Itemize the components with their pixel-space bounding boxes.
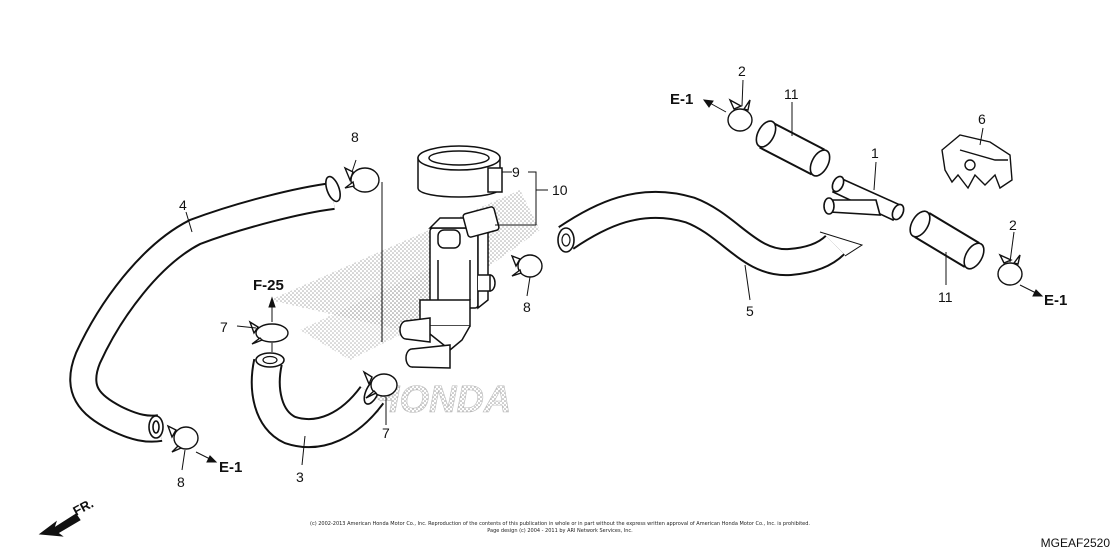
callout-10: 10 xyxy=(552,182,568,198)
callout-7-left: 7 xyxy=(220,319,228,335)
clamp-2-right[interactable] xyxy=(997,253,1023,286)
t-joint-1[interactable] xyxy=(823,175,906,222)
callout-5: 5 xyxy=(746,303,754,319)
hose-4[interactable] xyxy=(69,175,343,443)
callout-2-top: 2 xyxy=(738,63,746,79)
leader-9-10 xyxy=(495,171,548,226)
air-injection-valve-10[interactable] xyxy=(399,206,500,369)
callout-8-mid: 8 xyxy=(523,299,531,315)
valve-cap-9[interactable] xyxy=(417,145,503,198)
drawing-code: MGEAF2520 xyxy=(1040,536,1110,550)
callout-1: 1 xyxy=(871,145,879,161)
front-direction-indicator: FR. xyxy=(38,496,96,537)
hose-5[interactable] xyxy=(557,190,845,277)
callout-3: 3 xyxy=(296,469,304,485)
leader-bracket-5 xyxy=(819,231,864,257)
clamp-2-top[interactable] xyxy=(727,98,753,132)
hose-11-bottom[interactable] xyxy=(906,208,988,272)
callout-8-bottom: 8 xyxy=(177,474,185,490)
callout-7-bottom: 7 xyxy=(382,425,390,441)
copyright-notice: (c) 2002-2013 American Honda Motor Co., … xyxy=(300,521,820,535)
ref-e1-right[interactable]: E-1 xyxy=(1044,292,1067,309)
ref-e1-top[interactable]: E-1 xyxy=(670,91,693,108)
callout-6: 6 xyxy=(978,111,986,127)
copyright-line-2: Page design (c) 2004 - 2011 by ARI Netwo… xyxy=(487,528,633,534)
clamp-7-bottom[interactable] xyxy=(362,370,398,399)
callout-11-bottom: 11 xyxy=(938,289,953,305)
clamp-8-bottom[interactable] xyxy=(166,424,199,453)
hose-3[interactable] xyxy=(250,352,385,449)
bracket-6[interactable] xyxy=(941,134,1013,190)
callout-11-top: 11 xyxy=(784,86,799,102)
clamp-7-left[interactable] xyxy=(248,320,289,345)
front-arrow-icon xyxy=(38,513,81,537)
leader-lines xyxy=(181,79,1015,471)
ref-e1-bottom[interactable]: E-1 xyxy=(219,459,242,476)
ref-f25[interactable]: F-25 xyxy=(253,277,284,294)
callout-4: 4 xyxy=(179,197,187,213)
clamp-8-top[interactable] xyxy=(343,166,380,193)
clamp-8-mid[interactable] xyxy=(510,254,543,278)
callout-2-right: 2 xyxy=(1009,217,1017,233)
callout-8-top: 8 xyxy=(351,129,359,145)
ref-arrows xyxy=(195,99,1044,463)
hose-11-top[interactable] xyxy=(752,118,833,179)
callout-9: 9 xyxy=(512,164,520,180)
copyright-line-1: (c) 2002-2013 American Honda Motor Co., … xyxy=(310,521,810,527)
